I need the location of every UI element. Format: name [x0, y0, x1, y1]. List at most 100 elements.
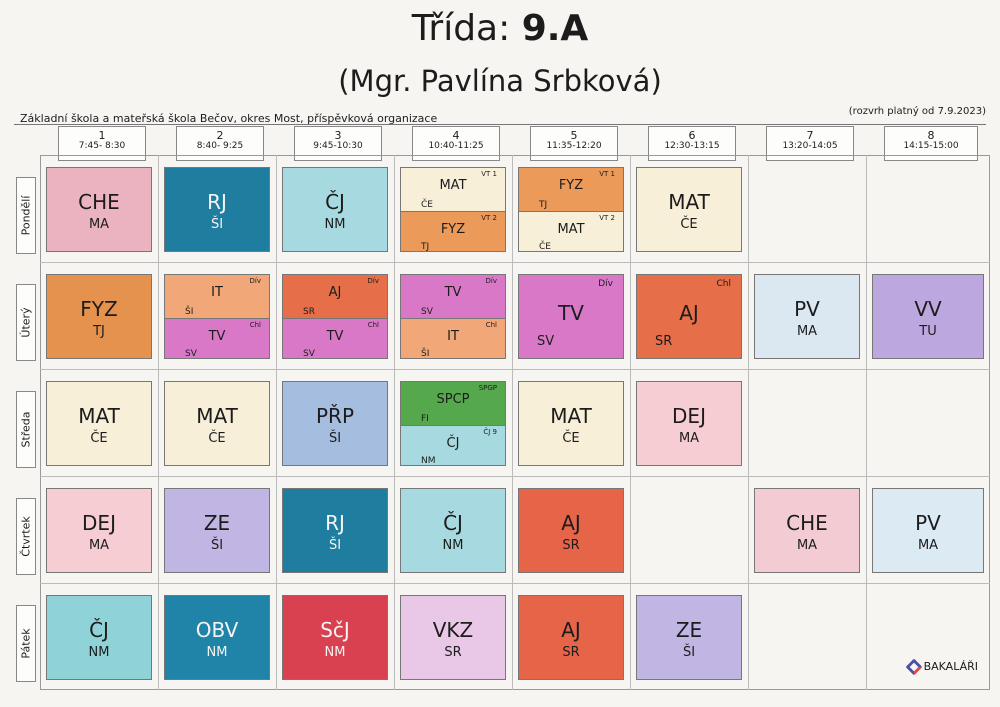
teacher-code: TJ: [93, 323, 105, 339]
lesson-cell-thu-8: PV MA: [872, 488, 984, 573]
teacher-code: NM: [206, 644, 228, 660]
day-label-0: Pondělí: [16, 177, 36, 254]
group-label: SPGP: [478, 384, 497, 392]
subject: ZE: [203, 510, 231, 535]
grid-vline: [276, 155, 277, 690]
teacher-code: NM: [324, 644, 346, 660]
grid-vline: [158, 155, 159, 690]
teacher-code: MA: [678, 430, 700, 446]
period-number: 8: [927, 129, 935, 142]
subject: TV: [326, 328, 344, 344]
teacher-code: TJ: [421, 242, 430, 252]
day-label-3: Čtvrtek: [16, 498, 36, 575]
teacher-code: FI: [421, 413, 429, 424]
subject: AJ: [561, 617, 581, 642]
day-name: Pátek: [19, 628, 33, 659]
group-label: Chl: [367, 320, 379, 329]
subject: VV: [914, 296, 942, 321]
subject: ČJ: [446, 435, 460, 451]
subject: PŘP: [315, 403, 355, 428]
period-number: 6: [688, 129, 696, 142]
subject: PV: [794, 296, 820, 321]
day-name: Úterý: [19, 307, 33, 338]
subject: AJ: [328, 285, 342, 301]
valid-from: (rozvrh platný od 7.9.2023): [848, 106, 986, 117]
teacher-code: ŠI: [185, 306, 194, 317]
group-label: Chl: [249, 320, 261, 329]
grid-hline: [40, 369, 990, 370]
subject: VKZ: [432, 617, 474, 642]
subject: DEJ: [82, 510, 116, 535]
subject: CHE: [786, 510, 828, 535]
period-time: 12:30-13:15: [664, 141, 720, 151]
teacher-code: SV: [303, 349, 315, 359]
grid-hline: [40, 583, 990, 584]
teacher-code: ČE: [539, 242, 551, 252]
subject: FYZ: [558, 178, 584, 194]
lesson-cell-fri-5: AJ SR: [518, 595, 624, 680]
bakalari-logo: BAKALÁŘI: [905, 658, 978, 675]
group-label: Dív: [249, 277, 261, 285]
teacher-code: MA: [917, 537, 939, 553]
subject: ČJ: [325, 189, 345, 214]
period-number: 7: [806, 129, 814, 142]
teacher-code: ČE: [680, 216, 698, 232]
subject: IT: [211, 285, 223, 301]
lesson-cell-wed-5: MAT ČE: [518, 381, 624, 466]
day-label-4: Pátek: [16, 605, 36, 682]
bakalari-logo-icon: [905, 658, 923, 675]
teacher-code: ŠI: [682, 644, 696, 660]
group-label: Chl: [485, 320, 497, 329]
subject: MAT: [550, 403, 592, 428]
header-divider: [14, 124, 986, 125]
subject: AJ: [679, 300, 699, 325]
teacher-code: SR: [562, 644, 580, 660]
teacher-code: SR: [562, 537, 580, 553]
period-time: 8:40- 9:25: [196, 141, 244, 151]
lesson-cell-fri-4: VKZ SR: [400, 595, 506, 680]
group-label: Dív: [598, 279, 613, 289]
logo-text: BAKALÁŘI: [923, 660, 978, 673]
subject: MAT: [196, 403, 238, 428]
teacher-code: SR: [444, 644, 462, 660]
group-label: Chl: [716, 279, 732, 289]
grid-vline: [512, 155, 513, 690]
subject: PV: [915, 510, 941, 535]
teacher-code: ČE: [562, 430, 580, 446]
teacher-code: SR: [655, 334, 673, 349]
lesson-group-half: SPCP SPGP FI: [401, 382, 505, 425]
grid-vline: [748, 155, 749, 690]
subject: TV: [444, 285, 462, 301]
subject: MAT: [557, 221, 585, 237]
period-time: 13:20-14:05: [782, 141, 838, 151]
title-prefix: Třída:: [411, 8, 522, 49]
subject: SPCP: [436, 392, 470, 408]
lesson-cell-fri-2: OBV NM: [164, 595, 270, 680]
teacher-code: ŠI: [210, 216, 224, 232]
group-label: VT 1: [481, 170, 497, 178]
group-label: VT 2: [481, 213, 497, 222]
subject: OBV: [195, 617, 239, 642]
